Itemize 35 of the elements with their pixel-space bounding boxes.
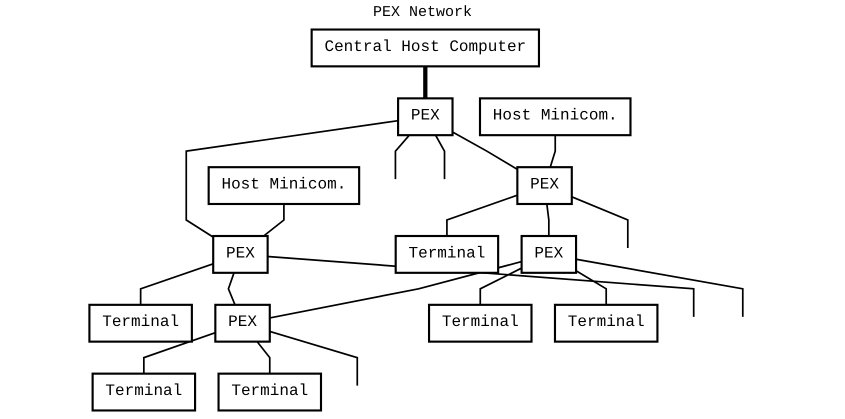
node-box [428, 304, 533, 343]
connector [256, 341, 271, 374]
node-box [394, 234, 500, 274]
node-box [478, 97, 632, 136]
connector [549, 135, 556, 168]
node-box [88, 304, 193, 343]
connector [452, 131, 518, 170]
connector [434, 134, 446, 180]
connector [546, 204, 550, 236]
node-box [397, 97, 454, 136]
node-box [212, 234, 269, 274]
connector [479, 267, 522, 305]
connector [423, 66, 428, 98]
connector [140, 263, 214, 305]
connector [185, 120, 398, 238]
connector [576, 270, 608, 305]
node-box [516, 166, 573, 206]
connector [270, 330, 358, 386]
node-box [520, 234, 578, 274]
connector [446, 194, 518, 236]
connector [263, 204, 285, 237]
connector [143, 332, 216, 374]
connector [571, 196, 629, 248]
node-box [217, 372, 322, 412]
connector [270, 260, 522, 319]
network-label: PEX Network [372, 4, 472, 21]
node-box [310, 28, 540, 68]
node-box [92, 372, 196, 412]
node-box [214, 304, 271, 343]
connector [394, 134, 410, 180]
node-box [208, 166, 360, 206]
connector [576, 258, 744, 317]
connector [228, 272, 236, 306]
network-diagram: Central Host Computer PEX Host Minicom. Host Minicom. PEX PEX Terminal PEX Terminal PEX Terminal Terminal Terminal Terminal [0, 21, 845, 419]
node-box [554, 304, 658, 343]
